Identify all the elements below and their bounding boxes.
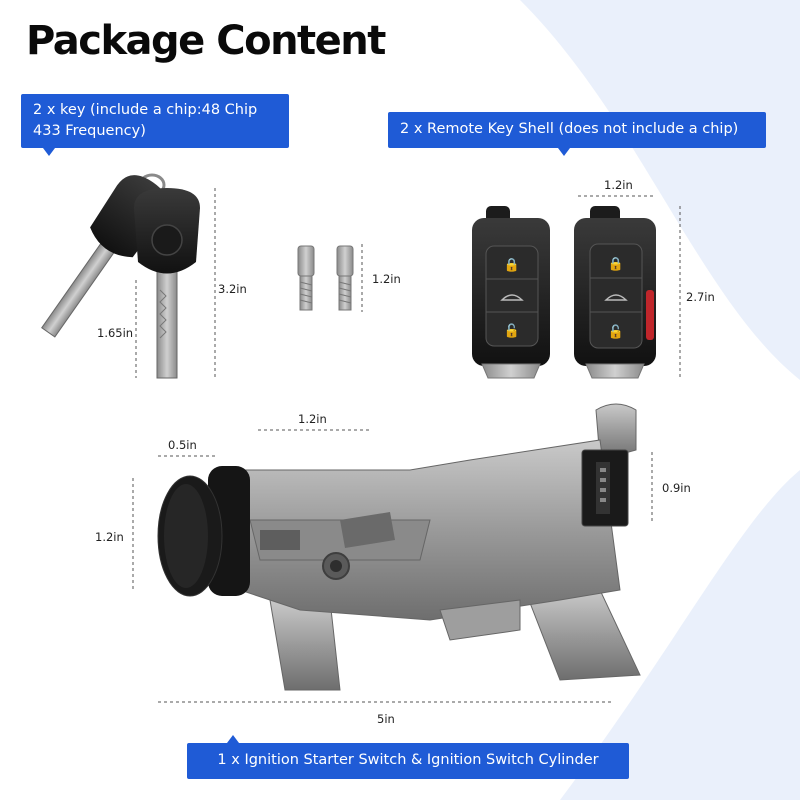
dim-cylinder-width: 0.5in bbox=[168, 438, 197, 452]
remote-fob-right: 🔒 🔓 bbox=[574, 206, 656, 379]
dim-remote-height: 2.7in bbox=[686, 290, 715, 304]
key-pair bbox=[41, 173, 200, 379]
key-dimension-lines bbox=[135, 188, 216, 378]
page-title: Package Content bbox=[26, 18, 386, 64]
dim-connector-height: 0.9in bbox=[662, 481, 691, 495]
svg-text:🔒: 🔒 bbox=[608, 257, 624, 272]
svg-text:🔓: 🔓 bbox=[608, 324, 624, 340]
svg-text:🔓: 🔓 bbox=[504, 323, 520, 339]
switch-callout: 1 x Ignition Starter Switch & Ignition S… bbox=[187, 735, 629, 779]
remote-dimension-lines bbox=[578, 195, 681, 378]
dim-screw-height: 1.2in bbox=[372, 272, 401, 286]
svg-text:🔒: 🔒 bbox=[504, 258, 520, 273]
dim-switch-length: 5in bbox=[377, 712, 395, 726]
ignition-switch bbox=[157, 403, 641, 691]
dim-key-blade: 1.65in bbox=[97, 326, 134, 340]
remote-fob-left: 🔒 🔓 bbox=[472, 206, 550, 379]
dim-key-height: 3.2in bbox=[218, 282, 247, 296]
switch-dimension-lines bbox=[132, 429, 653, 703]
dim-switch-top-width: 1.2in bbox=[298, 412, 327, 426]
keys-callout: 2 x key (include a chip:48 Chip 433 Freq… bbox=[21, 94, 289, 156]
screw-pair bbox=[297, 244, 363, 312]
dim-remote-width: 1.2in bbox=[604, 178, 633, 192]
dim-cylinder-height: 1.2in bbox=[95, 530, 124, 544]
remote-shell-callout: 2 x Remote Key Shell (does not include a… bbox=[388, 112, 766, 156]
